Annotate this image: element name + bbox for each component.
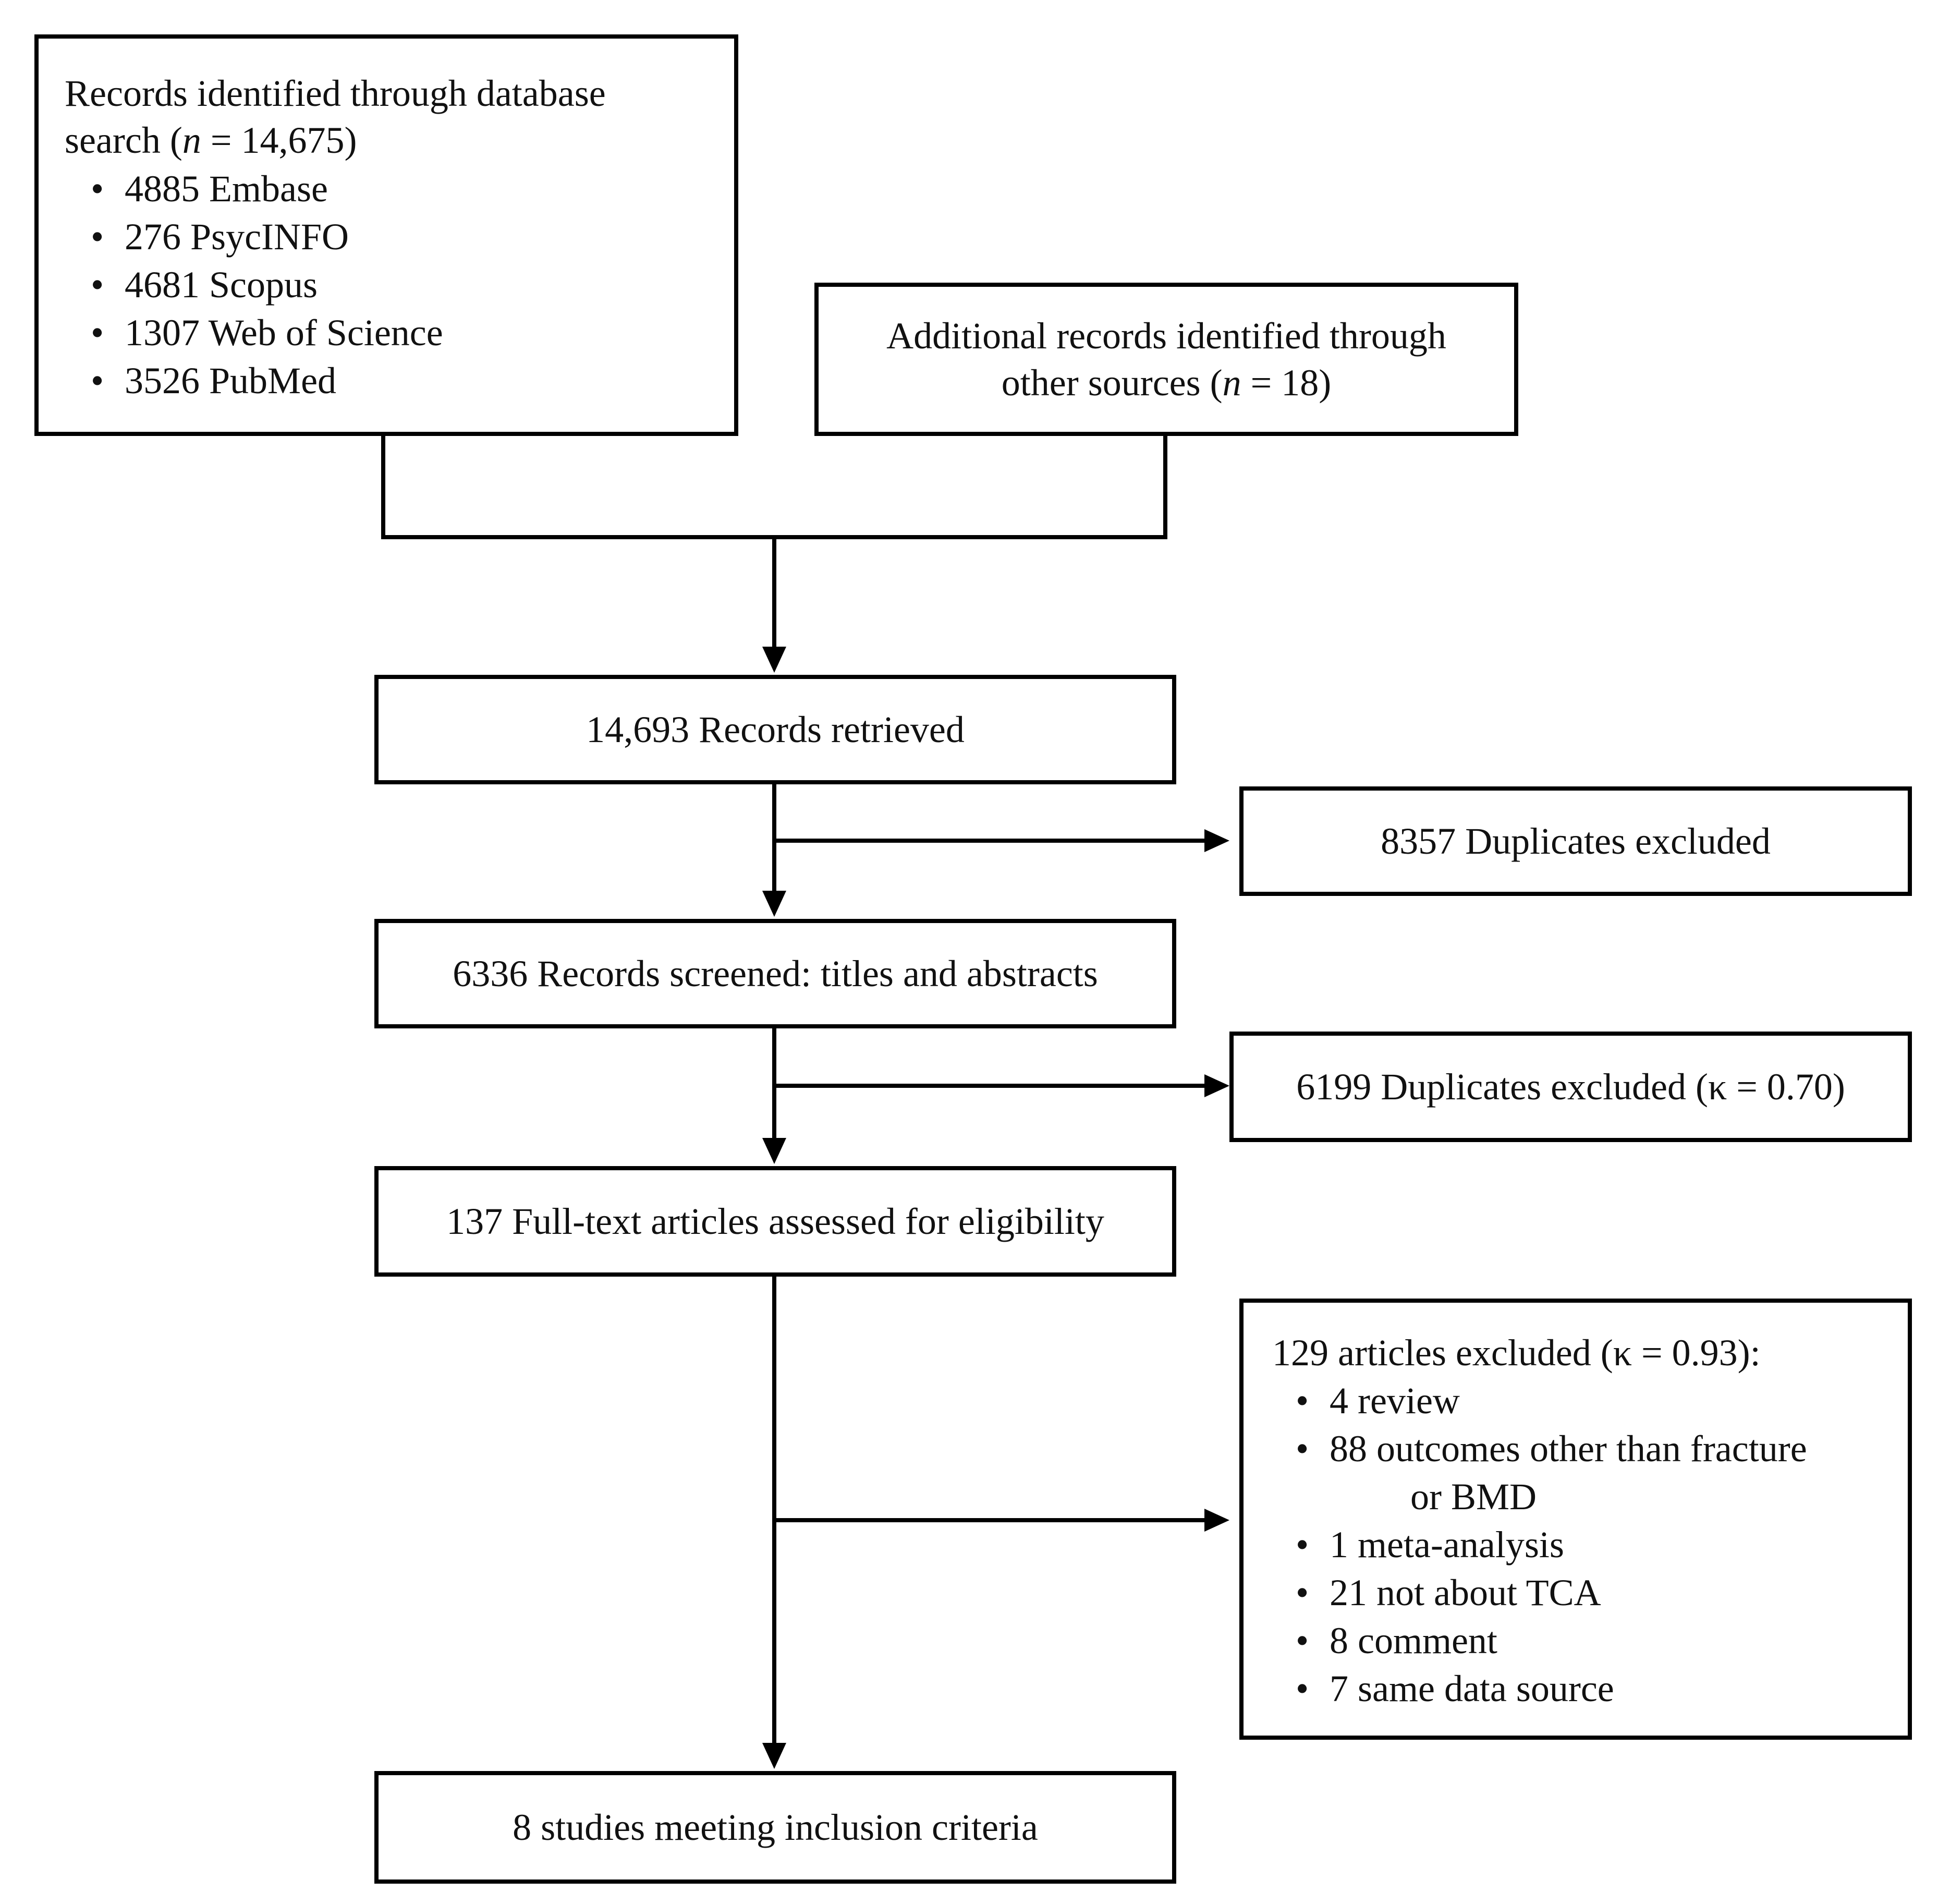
arrowhead-included <box>762 1743 786 1769</box>
duplicates-excluded-box: 8357 Duplicates excluded <box>1239 786 1912 896</box>
articles-excluded-heading: 129 articles excluded (κ = 0.93): <box>1272 1332 1761 1374</box>
database-search-heading: Records identified through database sear… <box>65 70 713 164</box>
exclusion-reason: 88 outcomes other than fracture <box>1270 1425 1897 1473</box>
arrowhead-screen-excluded <box>1204 1074 1229 1097</box>
included-studies-text: 8 studies meeting inclusion criteria <box>513 1806 1038 1848</box>
records-retrieved-box: 14,693 Records retrieved <box>374 675 1176 784</box>
n-symbol: n <box>1222 362 1241 404</box>
database-source-list: 4885 Embase 276 PsycINFO 4681 Scopus 130… <box>65 165 713 405</box>
database-search-heading-line2: search (n = 14,675) <box>65 119 357 161</box>
exclusion-reason: 21 not about TCA <box>1270 1569 1897 1617</box>
exclusion-reason-list: 4 review 88 outcomes other than fracture… <box>1270 1377 1897 1713</box>
database-search-box: Records identified through database sear… <box>34 34 738 436</box>
source-item: 4681 Scopus <box>65 261 713 309</box>
screening-excluded-box: 6199 Duplicates excluded (κ = 0.70) <box>1229 1032 1912 1142</box>
additional-records-line1: Additional records identified through <box>886 315 1446 357</box>
additional-records-box: Additional records identified through ot… <box>814 283 1518 436</box>
exclusion-reason: 7 same data source <box>1270 1665 1897 1713</box>
included-studies-box: 8 studies meeting inclusion criteria <box>374 1771 1176 1884</box>
source-item: 1307 Web of Science <box>65 309 713 357</box>
arrowhead-duplicates <box>1204 829 1229 852</box>
exclusion-reason: 4 review <box>1270 1377 1897 1425</box>
exclusion-reason: 1 meta-analysis <box>1270 1521 1897 1569</box>
records-screened-box: 6336 Records screened: titles and abstra… <box>374 919 1176 1028</box>
arrowhead-screened <box>762 891 786 917</box>
merge-connector <box>381 434 1167 539</box>
duplicates-excluded-text: 8357 Duplicates excluded <box>1381 820 1771 862</box>
exclusion-reason-continuation: or BMD <box>1410 1476 1537 1518</box>
articles-excluded-box: 129 articles excluded (κ = 0.93): 4 revi… <box>1239 1299 1912 1740</box>
arrowhead-retrieved <box>762 647 786 673</box>
arrowhead-articles-excluded <box>1204 1509 1229 1532</box>
records-retrieved-text: 14,693 Records retrieved <box>586 709 965 750</box>
database-search-heading-line1: Records identified through database <box>65 72 606 114</box>
source-item: 3526 PubMed <box>65 357 713 405</box>
fulltext-assessed-box: 137 Full-text articles assessed for elig… <box>374 1166 1176 1277</box>
exclusion-reason: 8 comment <box>1270 1617 1897 1665</box>
additional-records-line2: other sources (n = 18) <box>1001 362 1332 404</box>
arrowhead-fulltext <box>762 1138 786 1164</box>
source-item: 4885 Embase <box>65 165 713 213</box>
records-screened-text: 6336 Records screened: titles and abstra… <box>453 953 1098 995</box>
n-symbol: n <box>182 119 201 161</box>
screening-excluded-text: 6199 Duplicates excluded (κ = 0.70) <box>1296 1066 1845 1108</box>
source-item: 276 PsycINFO <box>65 213 713 261</box>
fulltext-assessed-text: 137 Full-text articles assessed for elig… <box>446 1200 1104 1242</box>
